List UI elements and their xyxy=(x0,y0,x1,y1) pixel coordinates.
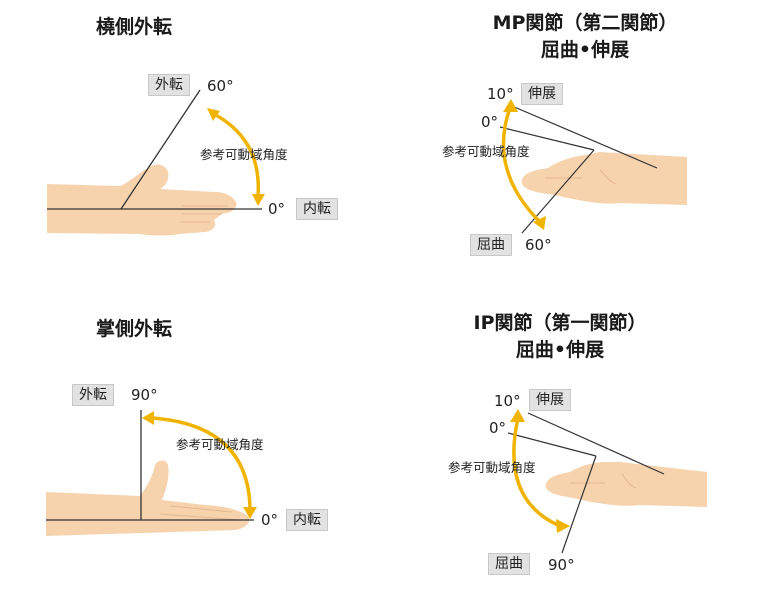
title-line-1: MP関節（第二関節） xyxy=(492,12,678,34)
line-0deg xyxy=(507,432,597,457)
range-arc-arrow xyxy=(512,417,561,528)
tag-flexion: 屈曲 xyxy=(470,234,512,256)
finger-lines xyxy=(180,205,228,223)
arrow-head-start xyxy=(510,409,525,422)
angle-60: 60° xyxy=(525,236,552,254)
angle-0: 0° xyxy=(481,113,499,131)
range-arc-arrow xyxy=(501,107,542,224)
range-arc-arrow xyxy=(151,416,252,509)
line-10deg xyxy=(511,105,658,169)
tag-abduction: 外転 xyxy=(72,384,114,406)
finger-lines xyxy=(545,169,617,185)
range-caption: 参考可動域角度 xyxy=(200,147,288,162)
line-0deg xyxy=(499,126,595,151)
arrow-head-end xyxy=(556,519,570,533)
panel-title-ip-joint: IP関節（第一関節） 屈曲•伸展 xyxy=(440,310,680,364)
angle-0: 0° xyxy=(489,419,507,437)
hand-illustration xyxy=(521,152,687,205)
tag-abduction: 外転 xyxy=(148,74,190,96)
hand-illustration xyxy=(47,164,237,236)
title-line-2: 屈曲•伸展 xyxy=(515,339,605,361)
arrow-head-end xyxy=(243,507,257,519)
line-60deg xyxy=(120,89,201,210)
range-caption: 参考可動域角度 xyxy=(448,460,536,475)
panel-title-mp-joint: MP関節（第二関節） 屈曲•伸展 xyxy=(470,10,700,64)
angle-60: 60° xyxy=(207,77,234,95)
title-line-2: 屈曲•伸展 xyxy=(540,39,630,61)
range-caption: 参考可動域角度 xyxy=(176,437,264,452)
angle-90: 90° xyxy=(548,556,575,574)
panel-title-palmar-abduction: 掌側外転 xyxy=(96,318,173,340)
angle-10: 10° xyxy=(487,85,514,103)
hand-illustration xyxy=(545,462,707,507)
tag-adduction: 内転 xyxy=(296,198,338,220)
range-arc-arrow xyxy=(213,112,261,197)
arrow-head-start xyxy=(207,108,220,121)
tag-adduction: 内転 xyxy=(286,509,328,531)
arrow-head-end xyxy=(252,194,265,206)
tag-extension: 伸展 xyxy=(529,389,571,411)
angle-0: 0° xyxy=(268,200,286,218)
arrow-head-start xyxy=(142,411,154,425)
angle-0: 0° xyxy=(261,511,279,529)
tag-extension: 伸展 xyxy=(521,83,563,105)
finger-lines xyxy=(159,505,241,521)
angle-90: 90° xyxy=(131,386,158,404)
line-60deg xyxy=(521,149,595,234)
arrow-head-end xyxy=(533,216,546,230)
range-caption: 参考可動域角度 xyxy=(442,144,530,159)
line-90deg xyxy=(561,455,597,554)
arrow-head-start xyxy=(503,99,518,112)
line-10deg xyxy=(527,412,665,475)
panel-title-radial-abduction: 橈側外転 xyxy=(96,16,173,38)
angle-10: 10° xyxy=(494,392,521,410)
finger-lines xyxy=(570,473,637,489)
title-line-1: IP関節（第一関節） xyxy=(473,312,647,334)
tag-flexion: 屈曲 xyxy=(488,553,530,575)
